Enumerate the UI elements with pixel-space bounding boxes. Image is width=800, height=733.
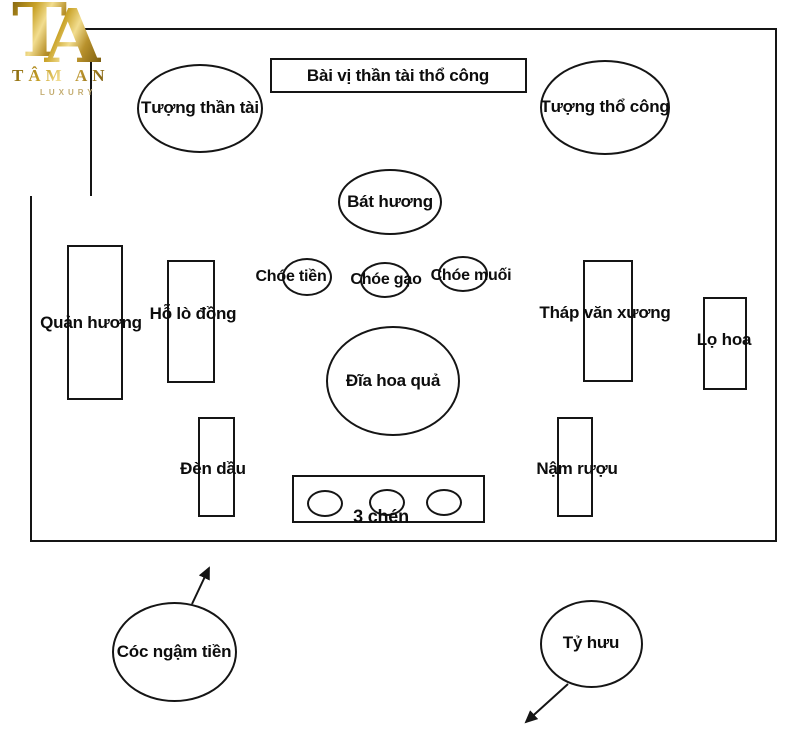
altar-boundary [30,28,777,542]
coc-ngam-tien-circle [112,602,237,702]
den-dau-label: Đèn dầu [180,459,246,478]
thap-van-xuong-label: Tháp văn xương [539,303,671,322]
thap-van-xuong-rect [583,260,633,382]
dia-hoa-qua-ellipse [326,326,460,436]
coc-ngam-tien-arrow [191,566,210,605]
choe-tien-label: Chóe tiền [255,268,327,285]
choe-muoi-ellipse [438,256,488,292]
bai-vi-box [270,58,527,93]
choe-muoi-label: Chóe muối [430,267,512,284]
border-artifact-line [90,58,92,196]
ho-lo-dong-label: Hỗ lò đồng [149,304,237,323]
lo-hoa-rect [703,297,747,390]
dia-hoa-qua-label: Đĩa hoa quả [345,371,441,390]
ho-lo-dong-rect [167,260,215,383]
bat-huong-label: Bát hương [347,192,433,211]
choe-gao-label: Chóe gạo [350,271,422,288]
tuong-tho-cong-ellipse [540,60,670,155]
tuong-tho-cong-label: Tượng thổ công [540,97,670,116]
coc-ngam-tien-label: Cóc ngậm tiền [116,642,232,661]
quan-huong-rect [67,245,123,400]
logo-brand-name: TÂM AN [12,66,110,85]
logo-tagline: LUXURY [40,88,97,97]
ba-chen-box [292,475,485,523]
bat-huong-ellipse [338,169,442,235]
nam-ruou-rect [557,417,593,517]
tuong-than-tai-label: Tượng thần tài [141,98,259,117]
cup-circle-1 [307,490,343,517]
tam-an-logo: T A TÂM AN LUXURY [0,0,130,110]
cup-circle-2 [369,489,405,516]
ty-huu-circle [540,600,643,688]
logo-monogram-a: A [44,0,102,80]
ba-chen-label: 3 chén [353,506,409,527]
ty-huu-arrow [524,683,569,724]
nam-ruou-label: Nậm rượu [536,459,618,478]
quan-huong-label: Quản hương [40,313,142,332]
tuong-than-tai-ellipse [137,64,263,153]
ty-huu-label: Tỷ hưu [562,633,620,652]
den-dau-rect [198,417,235,517]
lo-hoa-label: Lọ hoa [696,330,752,349]
logo-background-patch [0,0,80,196]
choe-gao-ellipse [360,262,410,298]
choe-tien-ellipse [282,258,332,296]
logo-monogram-t: T [12,0,67,68]
bai-vi-label: Bài vị thần tài thổ công [306,66,490,85]
cup-circle-3 [426,489,462,516]
